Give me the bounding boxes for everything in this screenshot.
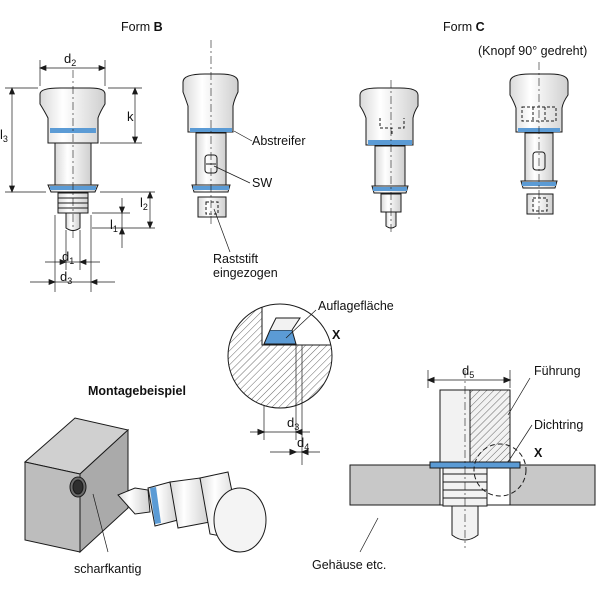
form-c-note: (Knopf 90° gedreht) xyxy=(478,44,588,58)
assembly-section xyxy=(349,370,596,553)
callout-raststift-line2: eingezogen xyxy=(213,266,278,280)
callout-dichtring: Dichtring xyxy=(534,418,584,432)
dimension-lines-pin1 xyxy=(5,60,155,292)
detail-x-label: X xyxy=(332,328,341,342)
dim-l3: l3 xyxy=(0,127,8,145)
dim-d3: d3 xyxy=(60,269,73,287)
dim-l1: l1 xyxy=(110,217,118,235)
pin-form-c-a xyxy=(359,80,419,232)
leader-lines-form-b xyxy=(213,130,253,253)
pin-form-b xyxy=(182,40,239,225)
pin-dimensioned xyxy=(39,70,106,240)
form-c-title: Form C xyxy=(443,20,485,34)
dim-d5: d5 xyxy=(462,363,475,381)
pin-form-c-rotated xyxy=(509,62,569,222)
dim-d1: d1 xyxy=(62,249,75,267)
dim-l2: l2 xyxy=(140,195,148,213)
dim-d3-detail: d3 xyxy=(287,415,300,433)
assembly-x-label: X xyxy=(534,446,543,460)
montagebeispiel-title: Montagebeispiel xyxy=(88,384,186,398)
callout-scharfkantig: scharfkantig xyxy=(74,562,142,576)
callout-fuehrung: Führung xyxy=(534,364,581,378)
dim-d4: d4 xyxy=(297,435,310,453)
form-b-title: Form B xyxy=(121,20,163,34)
mounting-example xyxy=(23,417,267,554)
callout-abstreifer: Abstreifer xyxy=(252,134,306,148)
callout-gehaeuse: Gehäuse etc. xyxy=(312,558,387,572)
callout-raststift-line1: Raststift xyxy=(213,252,259,266)
detail-x xyxy=(227,303,333,465)
callout-auflageflaeche: Auflagefläche xyxy=(318,299,394,313)
dim-k: k xyxy=(127,109,134,124)
dim-d2: d2 xyxy=(64,51,77,69)
callout-sw: SW xyxy=(252,176,273,190)
